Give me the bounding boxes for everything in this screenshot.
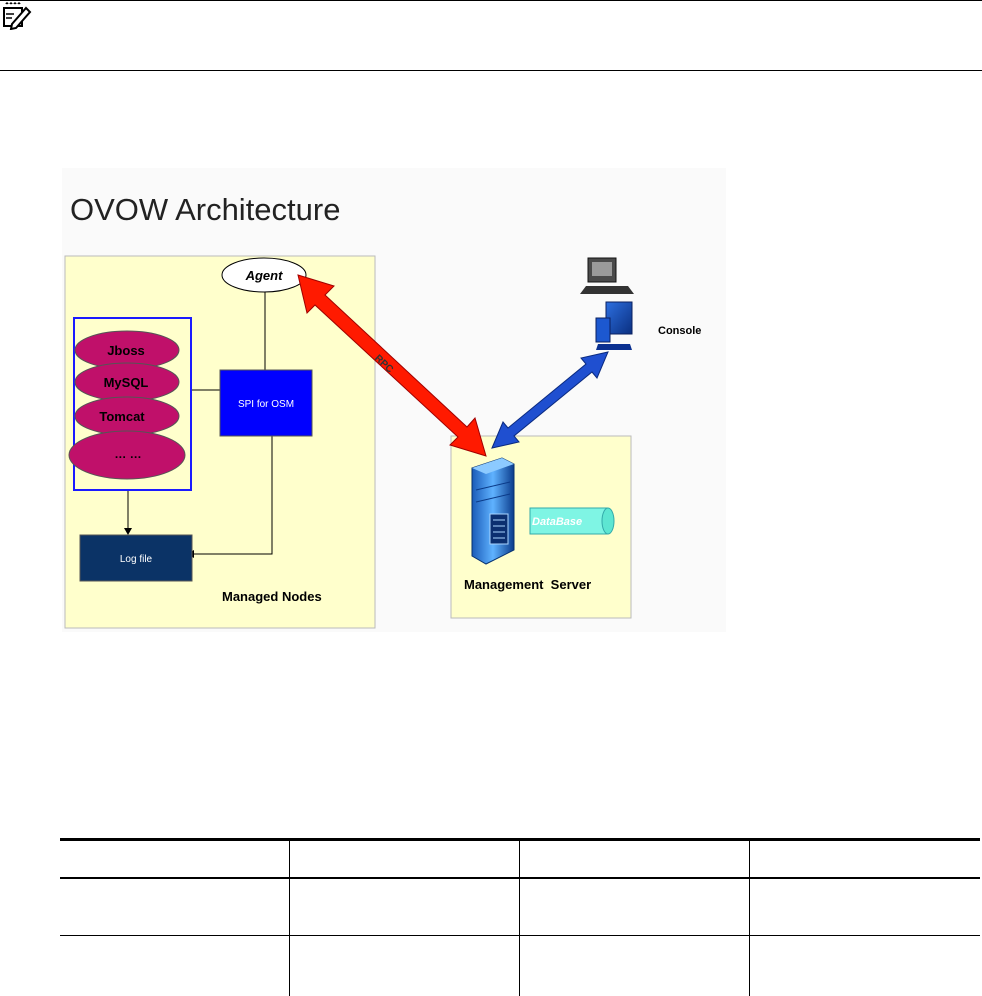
app-label-mysql: MySQL (104, 375, 149, 390)
spi-box (219, 369, 313, 437)
logfile-box (79, 534, 193, 582)
managed-nodes-label: Managed Nodes (222, 589, 322, 604)
app-label-tomcat: Tomcat (99, 409, 145, 424)
agent-label: Agent (245, 268, 284, 283)
app-ellipse (68, 430, 186, 480)
apps-group (73, 317, 192, 491)
rpc-arrow (297, 274, 487, 457)
table-col-divider (289, 841, 290, 996)
app-label-jboss: Jboss (107, 343, 145, 358)
console-arrow (491, 351, 609, 449)
table-row-rule (60, 935, 980, 936)
database-cylinder-icon (529, 507, 615, 535)
spi-label: SPI for OSM (238, 399, 294, 410)
architecture-diagram: OVOW Architecture Agent Jboss MySQL Tomc… (62, 168, 726, 637)
table-col-divider (519, 841, 520, 996)
diagram-title: OVOW Architecture (70, 192, 340, 227)
table-header-rule (60, 877, 980, 879)
spi-log-line (194, 436, 273, 555)
logfile-label: Log file (120, 554, 153, 565)
apps-log-arrowhead (124, 528, 132, 535)
app-label-more: … … (114, 447, 141, 461)
server-icon (471, 457, 515, 565)
table-col-divider (749, 841, 750, 996)
table-top-rule (60, 838, 980, 841)
note-pencil-icon (2, 2, 34, 31)
console-label: Console (658, 325, 701, 337)
agent-node (221, 257, 307, 293)
console-computer-icon (580, 257, 634, 350)
note-top-rule (0, 0, 982, 1)
note-bottom-rule (0, 70, 982, 71)
management-server-label: Management Server (464, 577, 591, 592)
database-label: DataBase (532, 516, 582, 528)
